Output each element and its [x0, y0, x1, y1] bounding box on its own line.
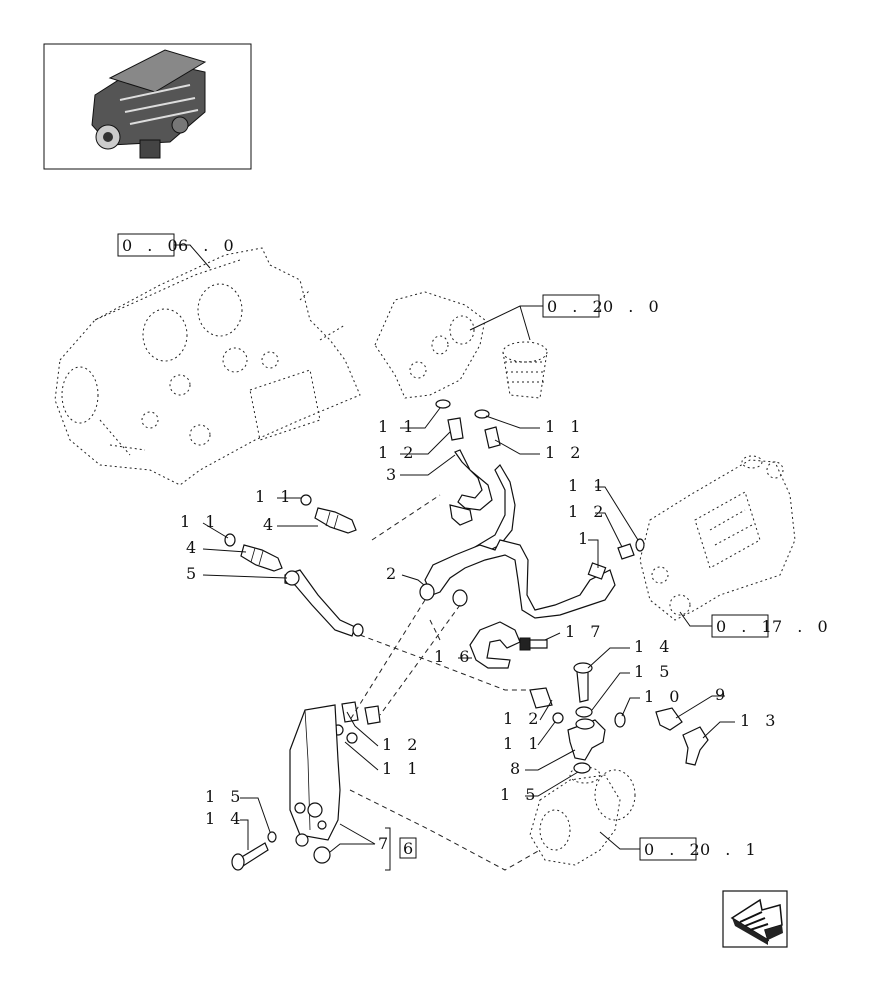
arrow-icon	[730, 898, 783, 945]
callout-15-b[interactable]: 1 5	[500, 785, 540, 804]
washer-15-lower[interactable]	[573, 762, 591, 774]
rail-outline	[639, 455, 796, 621]
callout-1[interactable]: 1	[578, 529, 593, 548]
engine-block-outline	[54, 247, 361, 486]
callout-12-b[interactable]: 1 2	[545, 443, 585, 462]
banjo-8[interactable]	[567, 718, 606, 761]
ref-0060-boxed: 0 . 0	[122, 236, 183, 255]
callout-4-b[interactable]: 4	[186, 538, 201, 557]
callout-11-a[interactable]: 1 1	[378, 417, 418, 436]
fitting-12-b[interactable]	[484, 426, 501, 449]
washer-11-a[interactable]	[435, 399, 451, 409]
washer-11-e[interactable]	[224, 533, 236, 547]
pipe-5[interactable]	[284, 569, 364, 637]
washer-11-d[interactable]	[300, 494, 312, 506]
washer-10[interactable]	[614, 712, 626, 728]
callout-13[interactable]: 1 3	[740, 711, 780, 730]
ref-0170-boxed: 0 . 1	[716, 617, 777, 636]
callout-12-a[interactable]: 1 2	[378, 443, 418, 462]
bolt-14-left[interactable]	[231, 842, 269, 871]
callout-11-f[interactable]: 1 1	[503, 734, 543, 753]
callout-7[interactable]: 7	[378, 834, 393, 853]
fitting-12-a[interactable]	[447, 417, 464, 441]
ref-0060[interactable]: 0 . 0 6 . 0	[117, 233, 239, 269]
callout-6-box[interactable]: 6	[399, 837, 418, 859]
ref-0200[interactable]: 0 . 2 0 . 0	[469, 294, 664, 341]
callout-14-a[interactable]: 1 4	[634, 637, 674, 656]
callout-14-b[interactable]: 1 4	[205, 809, 245, 828]
ref-0201[interactable]: 0 . 2 0 . 1	[599, 831, 761, 861]
callout-17[interactable]: 1 7	[565, 622, 605, 641]
bolt-14-upper[interactable]	[573, 662, 593, 703]
callout-12-e[interactable]: 1 2	[382, 735, 422, 754]
washer-11-b[interactable]	[474, 409, 490, 419]
ref-0170-rest: 7 . 0	[772, 617, 833, 636]
ref-0170[interactable]: 0 . 1 7 . 0	[679, 611, 833, 638]
engine-thumbnail[interactable]	[43, 43, 252, 170]
nut-6a[interactable]	[295, 833, 309, 847]
fitting-4-upper[interactable]	[314, 507, 357, 534]
washer-11-c[interactable]	[635, 538, 645, 552]
callout-8[interactable]: 8	[510, 759, 525, 778]
engine-icon	[91, 49, 207, 159]
leader-lines	[202, 407, 735, 871]
fitting-12-d[interactable]	[529, 687, 553, 709]
filter-bracket-outline	[374, 291, 548, 399]
callout-12-c[interactable]: 1 2	[568, 502, 608, 521]
elbow-9[interactable]	[655, 707, 683, 731]
pipe-2[interactable]	[419, 539, 616, 619]
ref-0200-boxed: 0 . 2	[547, 297, 608, 316]
clamp-16[interactable]	[469, 621, 521, 669]
elbow-13[interactable]	[682, 726, 709, 766]
callout-10[interactable]: 1 0	[644, 687, 684, 706]
back-arrow-button[interactable]	[722, 890, 788, 948]
callout-11-b[interactable]: 1 1	[545, 417, 585, 436]
washer-15-left[interactable]	[267, 831, 277, 843]
callout-2[interactable]: 2	[386, 564, 401, 583]
callout-6: 6	[403, 839, 418, 858]
ref-0200-rest: 0 . 0	[603, 297, 664, 316]
bolt-17[interactable]	[519, 637, 548, 651]
callout-5[interactable]: 5	[186, 564, 201, 583]
nut-6b[interactable]	[313, 846, 331, 864]
ref-0201-boxed: 0 . 2	[644, 840, 705, 859]
callout-15-c[interactable]: 1 5	[205, 787, 245, 806]
cover-7[interactable]	[289, 704, 341, 841]
pump-outline	[529, 766, 636, 866]
ref-0201-rest: 0 . 1	[700, 840, 761, 859]
callout-11-g[interactable]: 1 1	[382, 759, 422, 778]
fitting-12-c[interactable]	[617, 543, 635, 560]
callout-16[interactable]: 1 6	[434, 647, 474, 666]
fitting-4-lower[interactable]	[240, 544, 283, 572]
callout-4-a[interactable]: 4	[263, 515, 278, 534]
callout-15-a[interactable]: 1 5	[634, 662, 674, 681]
callout-12-d[interactable]: 1 2	[503, 709, 543, 728]
assembly-lines	[349, 494, 541, 871]
washer-11-f[interactable]	[552, 712, 564, 724]
callout-11-e[interactable]: 1 1	[180, 512, 220, 531]
callout-11-d[interactable]: 1 1	[255, 487, 295, 506]
fitting-12-e[interactable]	[341, 701, 381, 725]
callout-3[interactable]: 3	[386, 465, 401, 484]
ref-0060-rest: 6 . 0	[178, 236, 239, 255]
washer-15-upper[interactable]	[575, 706, 593, 718]
callout-9[interactable]: 9	[715, 685, 730, 704]
callout-11-c[interactable]: 1 1	[568, 476, 608, 495]
